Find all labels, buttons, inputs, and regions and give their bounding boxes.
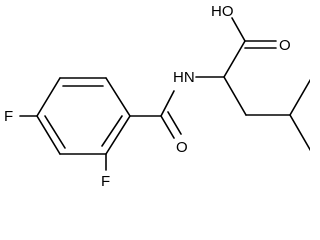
side-chain-bond <box>289 78 310 116</box>
ring-bond-inner <box>101 115 123 147</box>
ring-bond <box>105 115 131 155</box>
benzene-ring <box>36 77 131 155</box>
side-chain-bond <box>289 114 310 152</box>
side-chain-bond <box>223 76 247 116</box>
amide-co-double-bond <box>160 115 175 139</box>
fluorine-para-label: F <box>4 108 13 125</box>
acid-carbonyl-oxygen-label: O <box>279 37 291 54</box>
ring-bond <box>36 115 61 155</box>
amide-nitrogen-label: HN <box>173 69 195 86</box>
amide-co-double-bond-2 <box>167 111 182 135</box>
amide-c-n-bond <box>160 90 175 117</box>
ring-bond <box>105 77 131 117</box>
calpha-acid-carbon-bond <box>223 40 246 78</box>
amide-carbonyl-oxygen-label: O <box>176 139 188 156</box>
ring-bond-inner <box>44 115 66 149</box>
chemical-structure: HO O HN O F F <box>4 3 310 190</box>
hydroxyl-label: HO <box>211 3 234 20</box>
fluorine-ortho-label: F <box>101 173 110 190</box>
acid-c-oh-bond <box>231 17 246 42</box>
ring-bond <box>36 77 61 117</box>
